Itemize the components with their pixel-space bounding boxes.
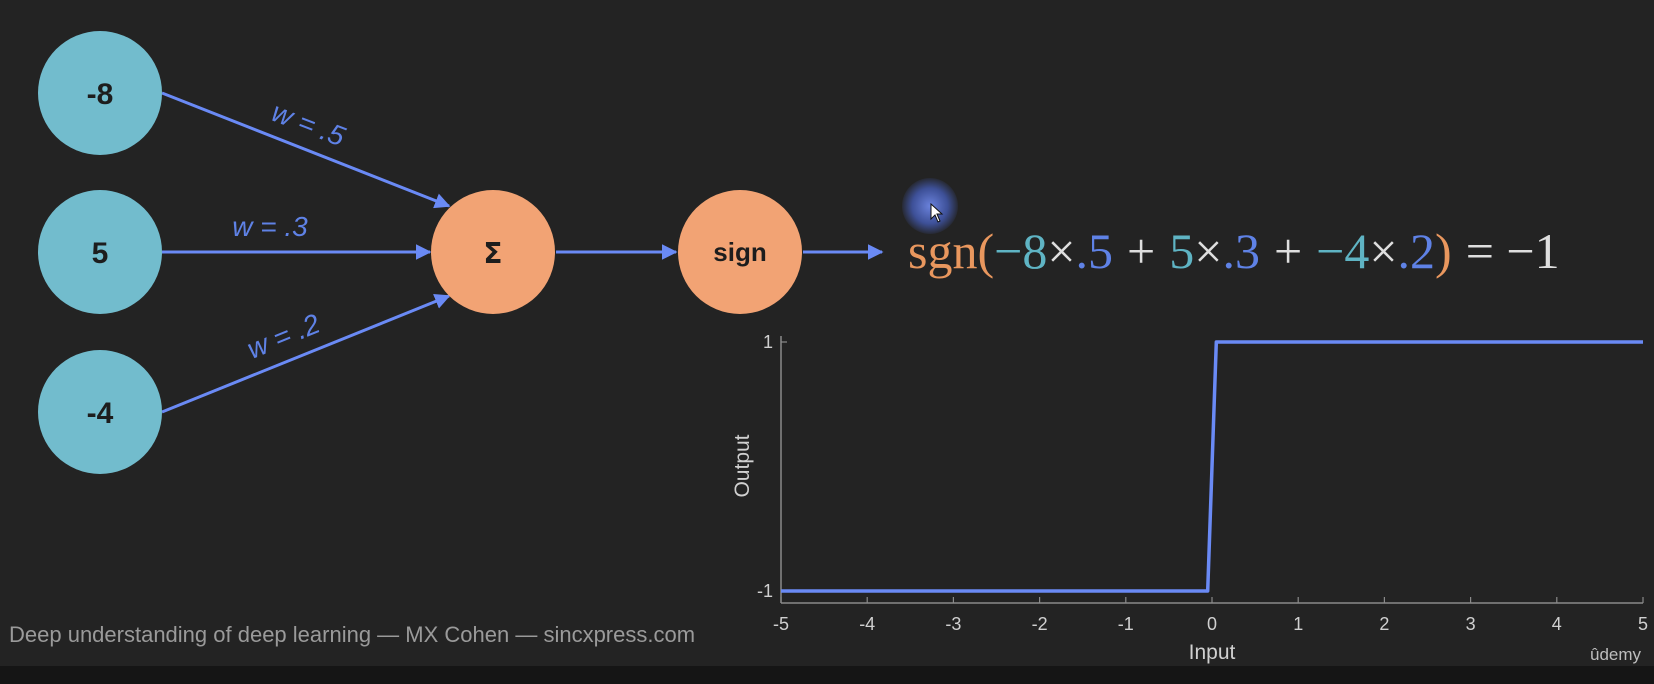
chart-x-tick-label: 0 [1207, 614, 1217, 634]
sign-label: sign [713, 237, 766, 267]
equation-w1: .5 [1076, 223, 1114, 279]
sign-node: sign [678, 190, 802, 314]
equation-x2: 5 [1169, 223, 1194, 279]
weight-label-2: w = .3 [232, 211, 308, 242]
chart-x-tick-label: -3 [945, 614, 961, 634]
equation: sgn(−8×.5+5×.3+−4×.2)= −1 [908, 223, 1560, 279]
input-node-1-value: -8 [87, 78, 114, 111]
chart-x-tick-label: -2 [1032, 614, 1048, 634]
equation-times-2: × [1194, 223, 1222, 279]
equation-w3: .2 [1398, 223, 1436, 279]
edge-input3-to-sum [161, 294, 451, 414]
edge-input1-to-sum [161, 91, 451, 209]
weight-label-1: w = .5 [268, 96, 350, 152]
chart-series-line-0 [781, 340, 1643, 593]
bottom-bar [0, 666, 1654, 684]
sign-function-chart: -5 -4 -3 -2 -1 0 1 2 3 4 5 -1 1 Input Output [731, 332, 1648, 664]
chart-x-tick-label: 5 [1638, 614, 1648, 634]
chart-x-tick-label: -5 [773, 614, 789, 634]
chart-x-tick-label: -4 [859, 614, 875, 634]
chart-y-axis-label: Output [731, 434, 754, 497]
equation-close-paren: ) [1435, 223, 1452, 279]
equation-times-1: × [1047, 223, 1075, 279]
chart-y-tick-label: 1 [763, 332, 773, 352]
equation-times-3: × [1369, 223, 1397, 279]
equation-plus-2: + [1274, 223, 1302, 279]
weight-label-3: w = .2 [243, 308, 325, 365]
input-node-3: -4 [38, 350, 162, 474]
chart-x-axis-label: Input [1189, 641, 1236, 664]
chart-x-tick-label: 3 [1466, 614, 1476, 634]
sum-symbol: Σ [483, 237, 502, 270]
chart-x-tick-label: -1 [1118, 614, 1134, 634]
chart-x-tick-label: 2 [1379, 614, 1389, 634]
input-node-1: -8 [38, 31, 162, 155]
chart-y-tick-label: -1 [757, 581, 773, 601]
equation-w2: .3 [1222, 223, 1260, 279]
equation-result: = −1 [1466, 223, 1560, 279]
input-node-2-value: 5 [92, 237, 109, 270]
equation-plus-1: + [1127, 223, 1155, 279]
chart-x-tick-label: 4 [1552, 614, 1562, 634]
equation-x3: −4 [1316, 223, 1369, 279]
mouse-pointer-icon [930, 203, 944, 223]
chart-x-tick-label: 1 [1293, 614, 1303, 634]
equation-open-paren: ( [977, 223, 994, 279]
cursor-highlight [902, 178, 958, 234]
equation-x1: −8 [994, 223, 1047, 279]
input-node-2: 5 [38, 190, 162, 314]
credit-footer: Deep understanding of deep learning — MX… [9, 622, 696, 647]
input-node-3-value: -4 [87, 397, 114, 430]
udemy-logo: ûdemy [1590, 645, 1642, 664]
sum-node: Σ [431, 190, 555, 314]
